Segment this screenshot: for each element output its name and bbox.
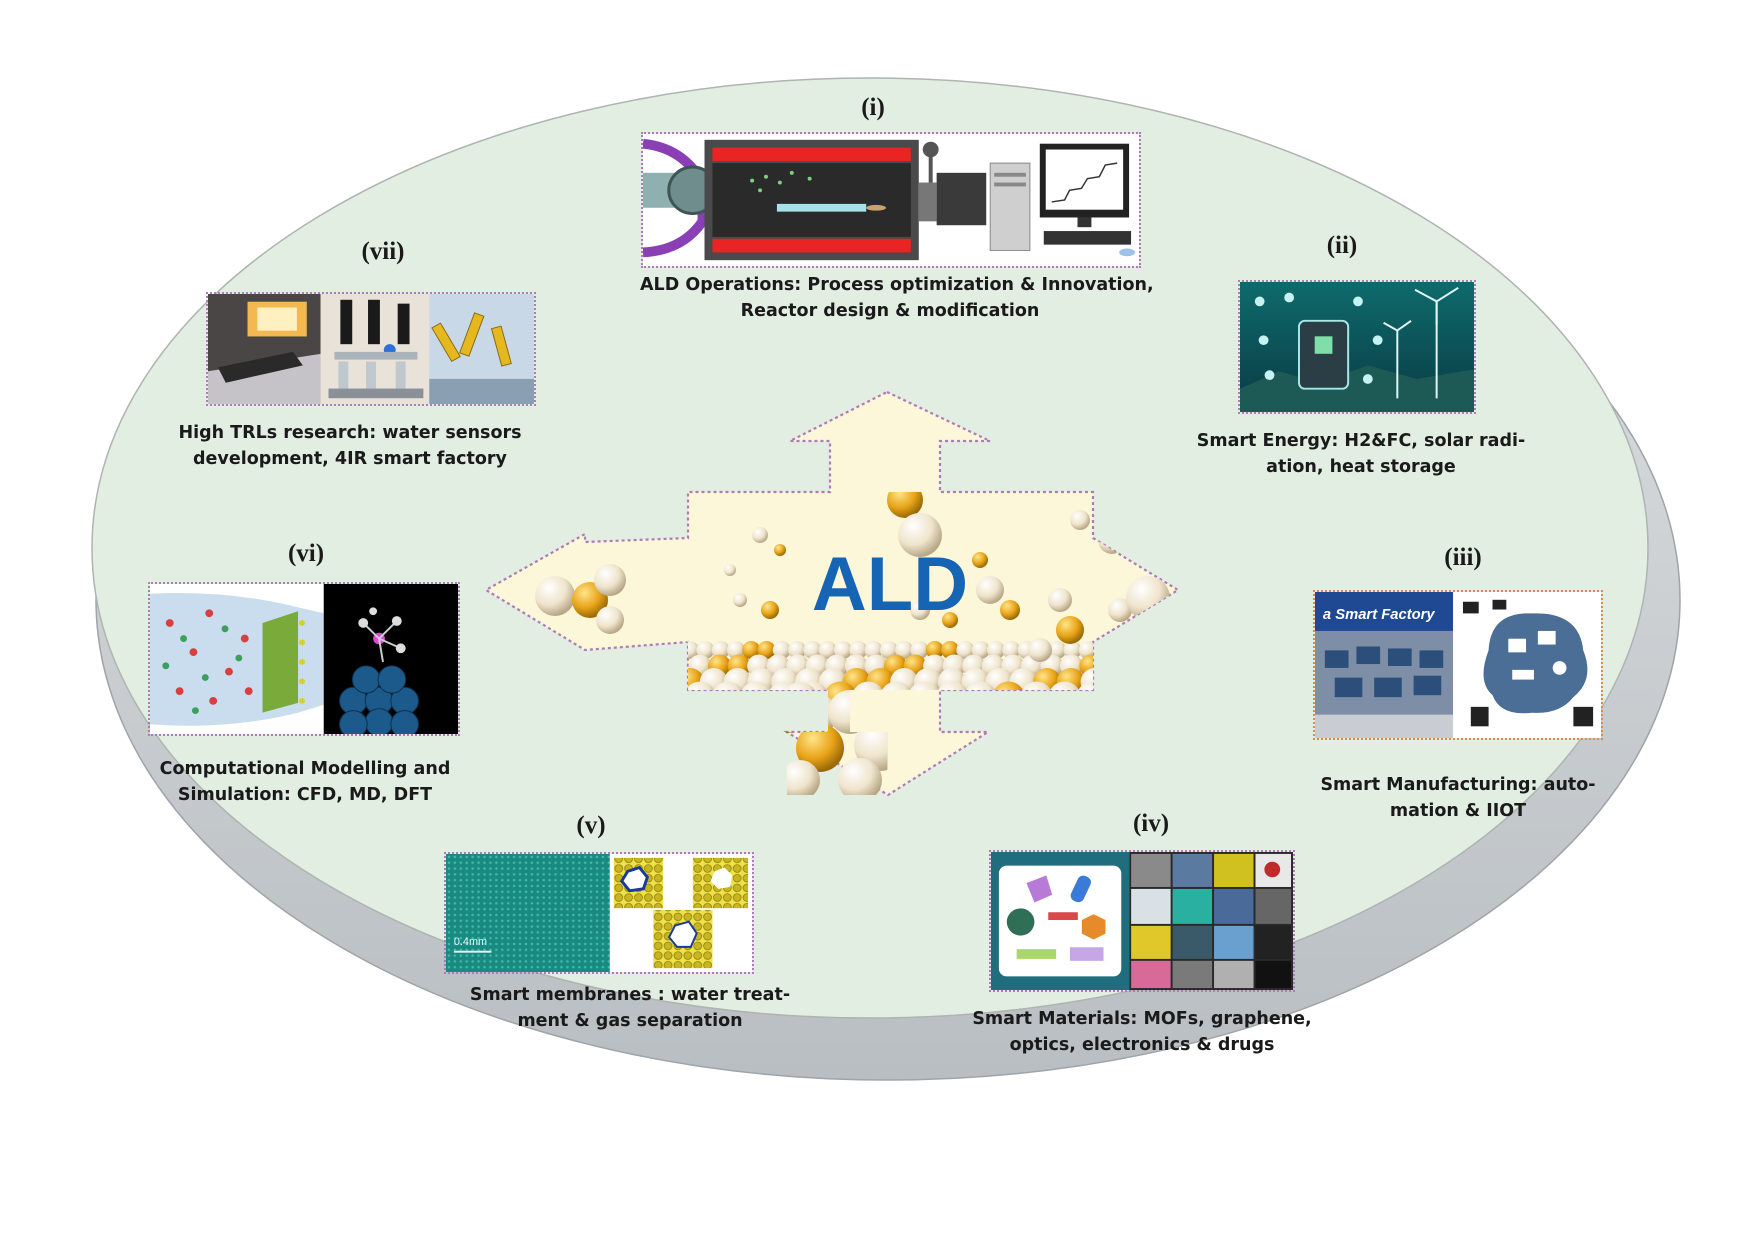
pearl-sphere <box>782 682 818 718</box>
pearl-sphere <box>1063 641 1082 659</box>
pearl-sphere <box>1026 695 1065 733</box>
pearl-sphere <box>1098 526 1126 554</box>
pearl-sphere <box>879 641 898 659</box>
caption-ii: Smart Energy: H2&FC, solar radi-ation, h… <box>1196 431 1526 477</box>
pearl-sphere <box>772 641 791 659</box>
section-label-v: (v) <box>576 812 606 839</box>
pearl-sphere <box>752 527 768 543</box>
section-label-vii: (vii) <box>361 238 405 265</box>
gold-sphere <box>796 724 844 772</box>
pearl-sphere <box>971 641 990 659</box>
pearl-sphere <box>788 641 807 659</box>
pearl-sphere <box>1020 681 1054 715</box>
pearl-sphere <box>1048 588 1072 612</box>
pearl-sphere <box>864 641 883 659</box>
pearl-sphere <box>956 641 975 659</box>
gold-sphere <box>761 601 779 619</box>
computational-modelling-image <box>148 582 460 736</box>
pearl-sphere <box>994 695 1032 733</box>
pearl-sphere <box>803 641 822 659</box>
gold-sphere <box>942 612 958 628</box>
pearl-sphere <box>895 641 914 659</box>
gold-sphere <box>992 681 1026 715</box>
pearl-sphere <box>594 564 626 596</box>
pearl-sphere <box>818 641 837 659</box>
pearl-sphere <box>961 668 990 696</box>
pearl-sphere <box>1078 641 1097 659</box>
gold-sphere <box>961 695 1000 733</box>
gold-sphere <box>1000 600 1020 620</box>
svg-text:0.4mm: 0.4mm <box>454 936 487 948</box>
section-label-iii: (iii) <box>1444 544 1482 571</box>
pearl-sphere <box>733 593 747 607</box>
gold-sphere <box>774 544 786 556</box>
reactor-image <box>641 132 1141 268</box>
pearl-sphere <box>1048 681 1082 715</box>
pearl-sphere <box>849 641 868 659</box>
pearl-sphere <box>987 641 1005 659</box>
caption-v: Smart membranes : water treat-ment & gas… <box>469 985 791 1031</box>
gold-sphere <box>1146 616 1174 644</box>
svg-text:a Smart Factory: a Smart Factory <box>1323 607 1436 623</box>
pearl-sphere <box>1124 644 1148 668</box>
pearl-sphere <box>535 576 575 616</box>
pearl-sphere <box>780 760 820 795</box>
pearl-sphere <box>735 695 774 733</box>
gold-sphere <box>941 641 960 659</box>
smart-energy-image <box>1238 280 1476 414</box>
pearl-sphere <box>703 695 742 733</box>
pearl-sphere <box>910 641 929 659</box>
pearl-sphere <box>1076 681 1110 715</box>
pearl-sphere <box>834 641 852 659</box>
pearl-sphere <box>838 758 882 795</box>
pearl-sphere <box>964 681 997 715</box>
smart-manufacturing-image: a Smart Factory <box>1313 590 1603 740</box>
pearl-sphere <box>711 681 745 715</box>
section-label-i: (i) <box>861 94 885 121</box>
caption-iv: Smart Materials: MOFs, graphene,optics, … <box>972 1009 1312 1055</box>
pearl-sphere <box>724 564 736 576</box>
gold-sphere <box>742 641 761 659</box>
gold-sphere <box>757 641 776 659</box>
pearl-sphere <box>1126 576 1170 620</box>
high-trl-research-image <box>206 292 536 406</box>
pearl-sphere <box>1070 510 1090 530</box>
section-label-ii: (ii) <box>1326 232 1358 259</box>
caption-i: ALD Operations: Process optimization & I… <box>640 275 1154 321</box>
gold-sphere <box>767 695 806 733</box>
pearl-sphere <box>898 513 942 557</box>
caption-iii: Smart Manufacturing: auto-mation & IIOT <box>1320 775 1596 821</box>
gold-sphere <box>1056 616 1084 644</box>
pearl-sphere <box>726 641 745 659</box>
gold-sphere <box>925 641 944 659</box>
section-label-iv: (iv) <box>1132 810 1170 837</box>
pearl-sphere <box>1108 598 1132 622</box>
pearl-sphere <box>976 576 1004 604</box>
pearl-sphere <box>739 681 773 715</box>
section-label-vi: (vi) <box>287 540 325 567</box>
pearl-sphere <box>671 695 709 733</box>
pearl-sphere <box>696 641 715 659</box>
pearl-sphere <box>1058 695 1097 733</box>
pearl-sphere <box>948 468 972 492</box>
smart-membranes-image: 0.4mm <box>444 852 754 974</box>
pearl-sphere <box>1028 638 1052 662</box>
pearl-sphere <box>711 641 730 659</box>
pearl-sphere <box>1048 641 1067 659</box>
pearl-sphere <box>1002 641 1021 659</box>
pearl-sphere <box>1080 668 1109 696</box>
gold-sphere <box>972 552 988 568</box>
arrow-shape <box>483 390 1181 797</box>
pearl-sphere <box>596 606 624 634</box>
smart-materials-image <box>989 850 1295 992</box>
pearl-sphere <box>910 600 930 620</box>
pearl-sphere <box>683 681 717 715</box>
